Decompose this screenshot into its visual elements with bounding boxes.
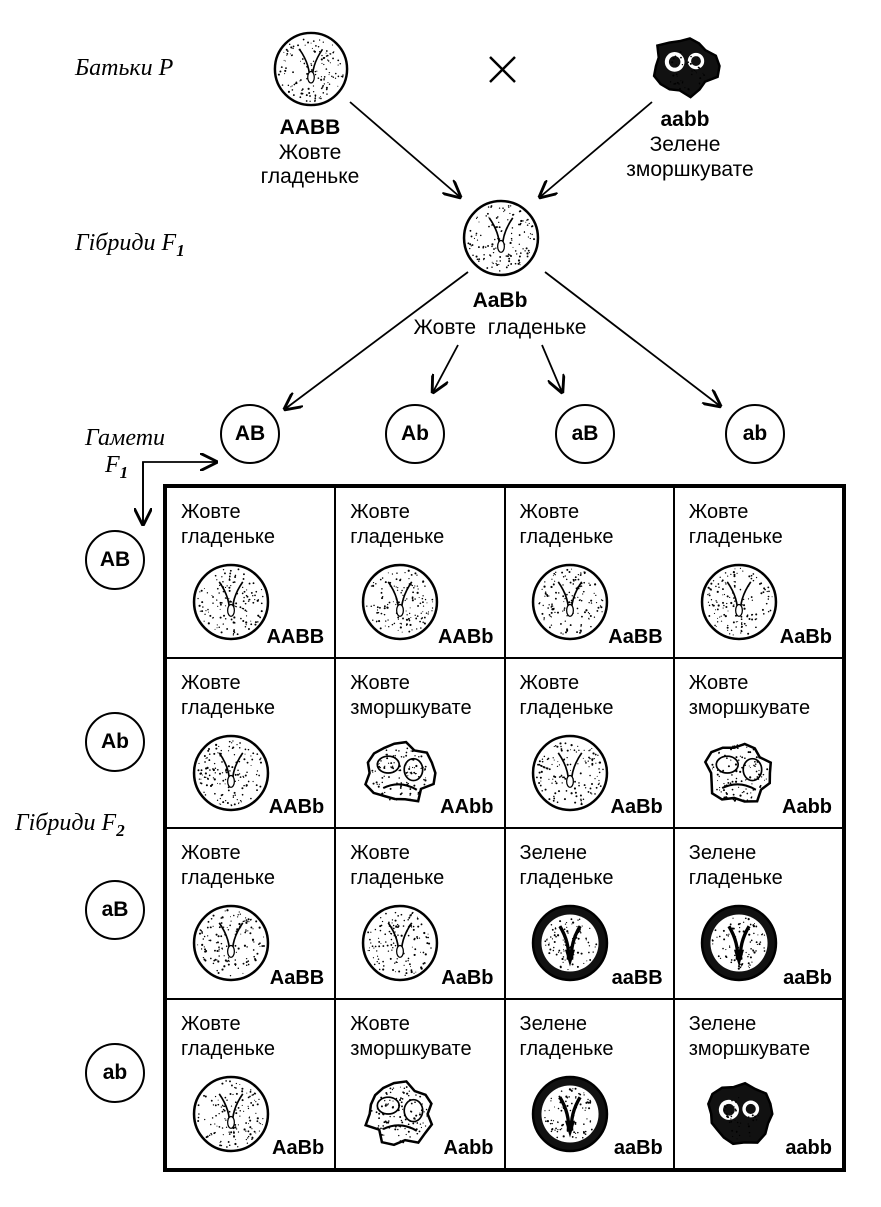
cell-phenotype: Зелене гладеньке bbox=[519, 842, 614, 889]
cell-phenotype: Жовте зморшкувате bbox=[350, 1012, 472, 1060]
cell-phenotype: Зелене зморшкувате bbox=[688, 1012, 811, 1060]
cell-genotype: AaBb bbox=[779, 625, 832, 648]
f2-hybrids-label: Гібриди F2 bbox=[15, 810, 125, 840]
arrow-f1-to-ab bbox=[544, 271, 720, 406]
cell-genotype: AAbb bbox=[440, 796, 494, 818]
cell-phenotype: Жовте зморшкувате bbox=[688, 671, 811, 719]
cell-phenotype: Жовте гладеньке bbox=[181, 1012, 276, 1060]
punnett-cell: Зелене зморшкувате aabb bbox=[673, 998, 843, 1169]
arrow-parent2-to-f1 bbox=[540, 101, 653, 197]
arrow-f1-to-aB bbox=[541, 344, 562, 392]
punnett-cell: Зелене гладеньке aaBb bbox=[673, 828, 843, 999]
gamete-left-AB: AB bbox=[85, 530, 145, 590]
cell-genotype: AABB bbox=[266, 625, 325, 648]
cell-phenotype: Жовте гладеньке bbox=[350, 842, 445, 889]
cell-seed bbox=[528, 560, 612, 644]
parent2-phenotype-line2: зморшкувате bbox=[626, 158, 754, 181]
cell-phenotype: Жовте зморшкувате bbox=[350, 671, 472, 719]
cell-phenotype: Жовте гладеньке bbox=[181, 501, 276, 548]
cell-seed bbox=[697, 731, 781, 815]
cell-phenotype: Жовте гладеньке bbox=[350, 501, 445, 548]
gamete-top-Ab: Ab bbox=[385, 404, 445, 464]
gametes-f1-label: F1 bbox=[105, 452, 129, 482]
gamete-left-aB: aB bbox=[85, 880, 145, 940]
arrow-f1-to-Ab bbox=[433, 344, 459, 392]
cell-genotype: aaBb bbox=[613, 1137, 663, 1159]
gamete-left-ab: ab bbox=[85, 1043, 145, 1103]
gamete-left-Ab: Ab bbox=[85, 712, 145, 772]
cell-phenotype: Жовте гладеньке bbox=[519, 501, 614, 548]
arrow-f1-to-AB bbox=[285, 271, 469, 409]
gamete-top-AB: AB bbox=[220, 404, 280, 464]
cell-phenotype: Жовте гладеньке bbox=[181, 671, 276, 719]
cell-phenotype: Зелене гладеньке bbox=[519, 1012, 614, 1060]
parent1-phenotype-line2: гладеньке bbox=[260, 165, 360, 188]
cell-seed bbox=[528, 901, 612, 985]
parent1-seed bbox=[270, 28, 352, 110]
cell-phenotype: Жовте гладеньке bbox=[181, 842, 276, 889]
parent1-phenotype-line1: Жовте bbox=[278, 141, 342, 164]
f1-seed bbox=[459, 196, 543, 280]
cell-seed bbox=[528, 731, 612, 815]
cell-genotype: Aabb bbox=[443, 1137, 494, 1159]
cell-genotype: aaBB bbox=[611, 966, 663, 989]
cell-seed bbox=[697, 901, 781, 985]
f1-genotype: AaBb bbox=[472, 289, 528, 312]
cell-phenotype: Жовте гладеньке bbox=[688, 501, 783, 548]
cell-genotype: aabb bbox=[785, 1137, 832, 1159]
cell-genotype: AaBB bbox=[269, 966, 325, 989]
gametes-label: Гамети bbox=[85, 425, 166, 451]
punnett-cell: Зелене гладеньке aaBB bbox=[504, 828, 674, 999]
cell-genotype: AABb bbox=[437, 625, 494, 648]
cell-phenotype: Жовте гладеньке bbox=[519, 671, 614, 719]
cell-seed bbox=[189, 901, 273, 985]
parent2-phenotype-line1: Зелене bbox=[649, 133, 721, 156]
parent1-genotype: AABB bbox=[279, 116, 341, 139]
parent2-genotype: aabb bbox=[660, 108, 710, 131]
arrow-parent1-to-f1 bbox=[349, 101, 460, 197]
cell-genotype: AABb bbox=[268, 796, 325, 818]
punnett-cell: Зелене гладеньке aaBb bbox=[504, 998, 674, 1169]
cell-seed bbox=[528, 1072, 612, 1156]
cell-seed bbox=[189, 1072, 273, 1156]
parent2-seed bbox=[642, 25, 727, 107]
cell-genotype: AaBb bbox=[441, 966, 494, 989]
cell-seed bbox=[697, 560, 781, 644]
cell-seed bbox=[189, 731, 273, 815]
cell-seed bbox=[358, 731, 442, 815]
f1-hybrids-label: Гібриди F1 bbox=[75, 230, 185, 260]
cell-genotype: AaBb bbox=[272, 1137, 325, 1159]
cell-genotype: Aabb bbox=[782, 796, 832, 818]
cell-seed bbox=[697, 1072, 781, 1156]
cell-seed bbox=[358, 901, 442, 985]
parents-label: Батьки P bbox=[75, 55, 174, 81]
gamete-top-ab: ab bbox=[725, 404, 785, 464]
cell-seed bbox=[189, 560, 273, 644]
f1-phenotype: Жовте гладеньке bbox=[413, 316, 587, 339]
cell-phenotype: Зелене гладеньке bbox=[688, 842, 783, 889]
cell-genotype: AaBB bbox=[608, 625, 663, 648]
cell-genotype: aaBb bbox=[783, 966, 832, 989]
cell-seed bbox=[358, 1072, 442, 1156]
gamete-top-aB: aB bbox=[555, 404, 615, 464]
cell-seed bbox=[358, 560, 442, 644]
cell-genotype: AaBb bbox=[610, 796, 663, 818]
